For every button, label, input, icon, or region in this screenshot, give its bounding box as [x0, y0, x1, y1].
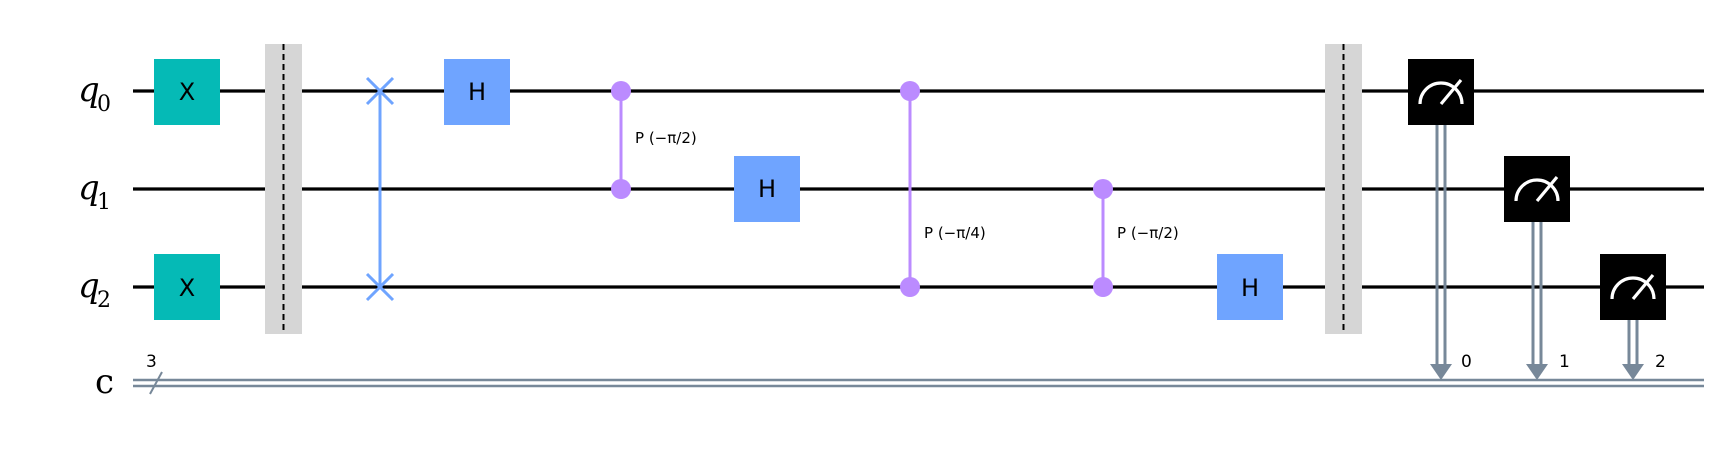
- meter-gauge-icon: [1514, 175, 1560, 203]
- qubit-label-q1-index: 1: [97, 190, 111, 215]
- cphase-1-param: P (−π/2): [635, 129, 697, 147]
- cphase-3-control-dot: [1093, 179, 1113, 199]
- x-gate-q2-box: [154, 254, 220, 320]
- meter-gauge-icon: [1610, 273, 1656, 301]
- swap-cross-icon: [365, 76, 395, 106]
- measure-q0-arrow-icon: [1430, 364, 1452, 380]
- register-size-slash: [149, 371, 163, 395]
- x-gate-q2-label: X: [179, 274, 195, 302]
- qubit-label-q1-letter: q: [78, 168, 100, 208]
- qubit-label-q2-index: 2: [97, 288, 111, 313]
- swap-cross-icon: [365, 272, 395, 302]
- h-gate-q0-label: H: [468, 78, 486, 106]
- measure-q0: 0: [1408, 59, 1474, 380]
- measure-q1-bit-label: 1: [1559, 352, 1570, 372]
- meter-gauge-icon: [1418, 78, 1464, 106]
- cphase-2-control-dot: [900, 81, 920, 101]
- cphase-1-control-dot: [611, 81, 631, 101]
- x-gate-q0-label: X: [179, 78, 195, 106]
- cphase-gate-q0-q1: P (−π/2): [611, 81, 697, 199]
- barrier-1: [265, 44, 302, 334]
- measure-q1: 1: [1504, 156, 1570, 380]
- measure-q2-arrow-icon: [1622, 364, 1644, 380]
- classical-register-label: c: [95, 362, 114, 402]
- measure-q0-bit-label: 0: [1461, 352, 1472, 372]
- cphase-gate-q1-q2: P (−π/2): [1093, 179, 1179, 297]
- cphase-3-param: P (−π/2): [1117, 224, 1179, 242]
- measure-q2-box: [1600, 254, 1666, 320]
- h-gate-q2-label: H: [1241, 274, 1259, 302]
- qubit-label-q0-letter: q: [78, 70, 100, 110]
- cphase-2-target-dot: [900, 277, 920, 297]
- qubit-label-q1: q 1: [78, 168, 111, 215]
- measure-q2: 2: [1600, 254, 1666, 380]
- barrier-2: [1325, 44, 1362, 334]
- h-gate-q0-box: [444, 59, 510, 125]
- qubit-label-q0-index: 0: [97, 92, 111, 117]
- measure-q0-box: [1408, 59, 1474, 125]
- h-gate-q1-label: H: [758, 175, 776, 203]
- h-gate-q1-box: [734, 156, 800, 222]
- qubit-label-q0: q 0: [78, 70, 111, 117]
- classical-wire: 3: [133, 352, 1704, 395]
- h-gate-q1: H: [734, 156, 800, 222]
- x-gate-q0-box: [154, 59, 220, 125]
- cphase-gate-q0-q2: P (−π/4): [900, 81, 986, 297]
- qubit-label-q2: q 2: [78, 266, 111, 313]
- measure-q1-box: [1504, 156, 1570, 222]
- swap-gate-q0-q2: [365, 76, 395, 302]
- measure-q2-bit-label: 2: [1655, 352, 1666, 372]
- measure-q1-arrow-icon: [1526, 364, 1548, 380]
- x-gate-q0: X: [154, 59, 220, 125]
- h-gate-q0: H: [444, 59, 510, 125]
- register-size-label: 3: [146, 352, 157, 372]
- cphase-2-param: P (−π/4): [924, 224, 986, 242]
- cphase-3-target-dot: [1093, 277, 1113, 297]
- h-gate-q2-box: [1217, 254, 1283, 320]
- cphase-1-target-dot: [611, 179, 631, 199]
- x-gate-q2: X: [154, 254, 220, 320]
- qubit-label-q2-letter: q: [78, 266, 100, 306]
- h-gate-q2: H: [1217, 254, 1283, 320]
